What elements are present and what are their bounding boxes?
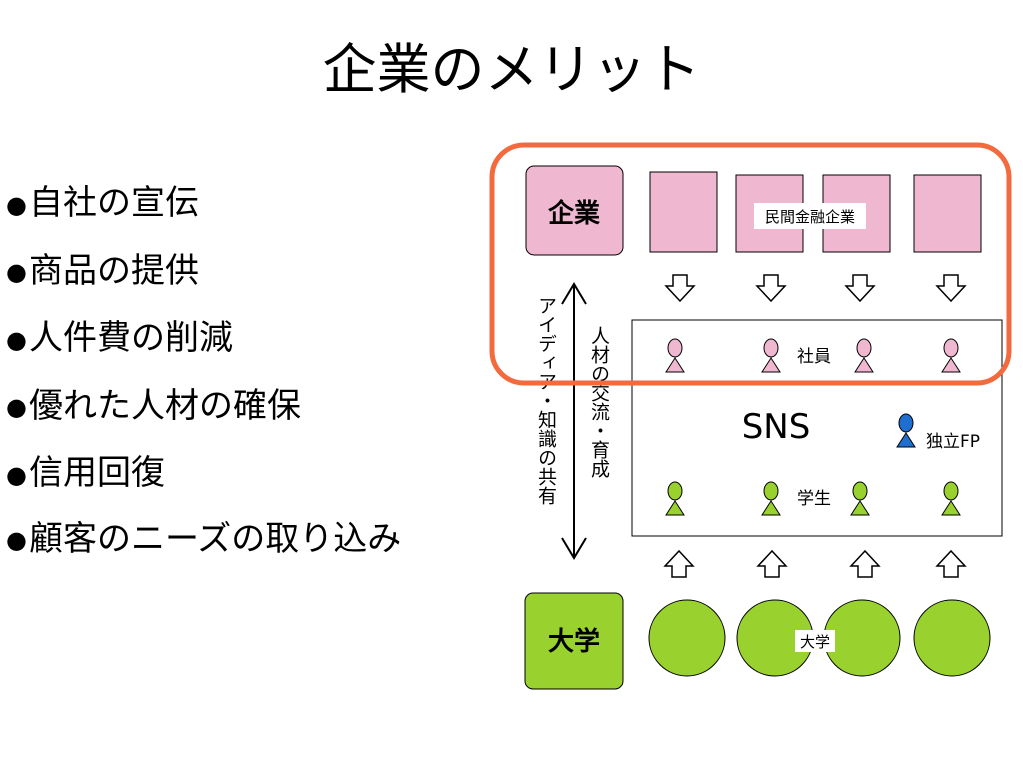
left-arrow-text: アイディア・知識の共有 [535,296,557,505]
arrowhead-down-icon [561,537,587,560]
university-circle [823,599,901,677]
bullet-item: ●自社の宣伝 [6,183,199,223]
company-box [525,165,624,256]
down-arrow-icon [936,274,966,302]
university-circle [913,599,991,677]
sns-label: SNS [742,407,811,447]
employees-label: 社員 [797,347,831,367]
highlight-outline [489,142,1012,386]
slide-title: 企業のメリット [322,38,701,101]
down-arrow-icon [845,274,875,302]
private-finance-label: 民間金融企業 [765,208,855,226]
up-arrow-icon [664,550,694,578]
bullet-dot: ● [6,190,27,219]
bullet-item: ●顧客のニーズの取り込み [6,518,402,559]
up-arrow-icon [757,550,787,578]
down-arrow-icon [665,274,695,302]
up-arrow-icon [936,550,966,578]
bullet-item: ●商品の提供 [6,250,199,291]
bullet-dot: ● [6,393,27,421]
university-small-label: 大学 [800,633,830,651]
bullet-dot: ● [6,258,27,286]
independent-fp-label: 独立FP [926,432,980,452]
finance-company-box [649,171,718,253]
company-label: 企業 [548,198,600,229]
university-small-label-bg [795,630,835,652]
sns-platform-box [631,319,1003,537]
university-box [524,592,624,690]
arrowhead-up-icon [561,282,587,305]
bullet-item: ●優れた人材の確保 [6,385,301,426]
bullet-dot: ● [6,460,27,489]
right-arrow-text: 人材の交流・育成 [588,326,610,478]
down-arrow-icon [756,274,786,302]
bullet-dot: ● [6,325,27,354]
finance-label-bg [754,203,866,229]
bullet-item: ●人件費の削減 [6,318,233,358]
university-circle [648,599,726,677]
finance-company-box [913,174,982,253]
university-label: 大学 [548,626,600,657]
bullet-dot: ● [6,526,27,554]
bullet-item: ●信用回復 [6,453,165,493]
bullet-list: ●自社の宣伝 ●商品の提供 ●人件費の削減 ●優れた人材の確保 ●信用回復 ●顧… [6,182,446,559]
students-label: 学生 [797,489,831,509]
up-arrow-icon [850,550,880,578]
